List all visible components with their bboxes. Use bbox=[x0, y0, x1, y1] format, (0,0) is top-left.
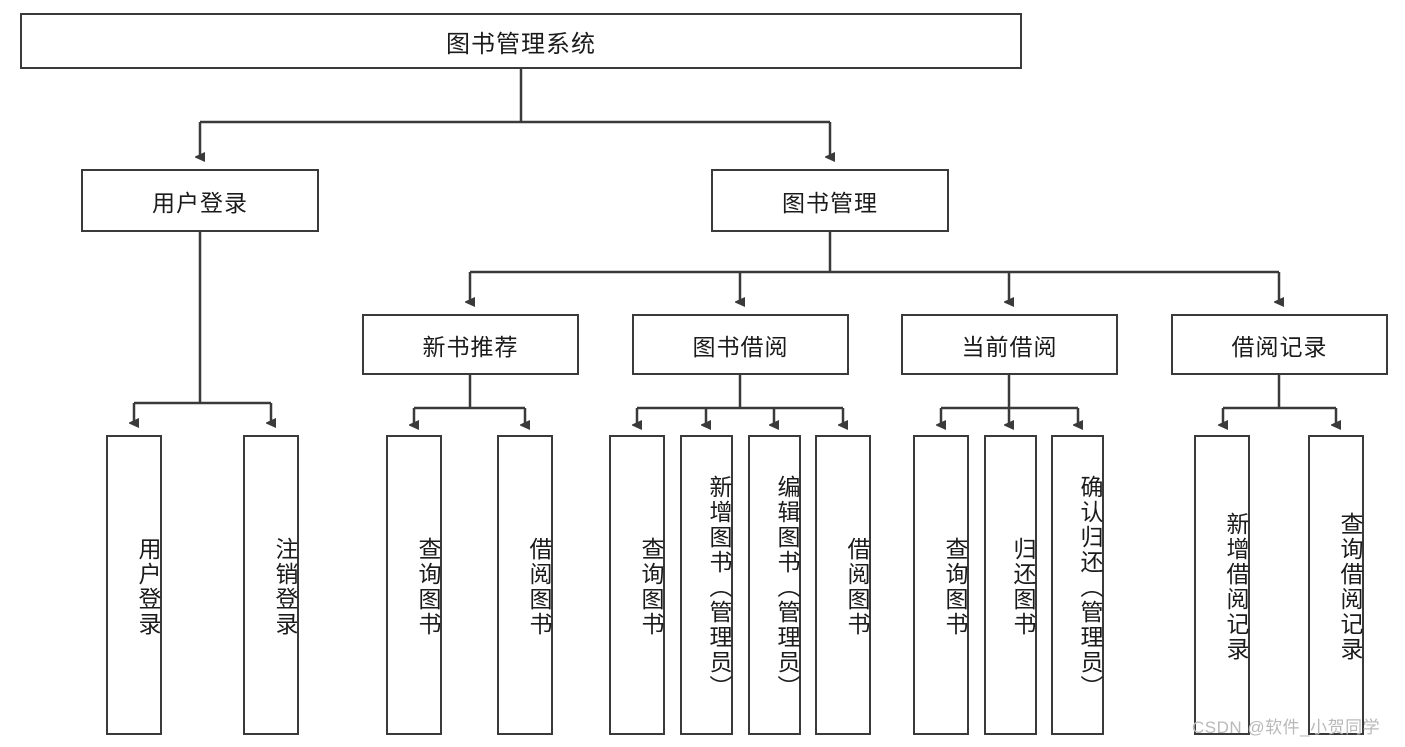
node-new-book-recommend[interactable]: 新书推荐 bbox=[362, 314, 579, 375]
leaf-edit-book-admin[interactable]: 编辑图书（管理员） bbox=[748, 435, 801, 735]
node-label: 用户登录 bbox=[135, 537, 161, 637]
node-label: 借阅记录 bbox=[1231, 333, 1328, 360]
leaf-add-book-admin[interactable]: 新增图书（管理员） bbox=[680, 435, 733, 735]
leaf-logout[interactable]: 注销登录 bbox=[243, 435, 299, 735]
node-label: 新书推荐 bbox=[422, 333, 519, 360]
node-label: 查询图书 bbox=[415, 537, 441, 637]
leaf-borrow-book[interactable]: 借阅图书 bbox=[815, 435, 871, 735]
leaf-query-borrow-record[interactable]: 查询借阅记录 bbox=[1308, 435, 1364, 735]
node-book-borrow[interactable]: 图书借阅 bbox=[632, 314, 849, 375]
node-label: 新增借阅记录 bbox=[1223, 512, 1249, 662]
node-label: 查询图书 bbox=[638, 537, 664, 637]
leaf-user-login[interactable]: 用户登录 bbox=[106, 435, 162, 735]
leaf-new-book-query[interactable]: 查询图书 bbox=[386, 435, 442, 735]
node-label: 借阅图书 bbox=[526, 537, 552, 637]
node-label: 注销登录 bbox=[272, 537, 298, 637]
node-label: 图书管理系统 bbox=[446, 30, 596, 58]
node-book-management[interactable]: 图书管理 bbox=[711, 169, 949, 232]
node-label: 图书管理 bbox=[782, 189, 878, 216]
node-label: 查询图书 bbox=[942, 537, 968, 637]
node-label: 当前借阅 bbox=[961, 333, 1058, 360]
leaf-confirm-return-admin[interactable]: 确认归还（管理员） bbox=[1051, 435, 1104, 735]
node-current-borrow[interactable]: 当前借阅 bbox=[901, 314, 1118, 375]
leaf-return-book[interactable]: 归还图书 bbox=[984, 435, 1037, 735]
leaf-add-borrow-record[interactable]: 新增借阅记录 bbox=[1194, 435, 1250, 735]
node-label: 用户登录 bbox=[152, 189, 248, 216]
leaf-current-query-book[interactable]: 查询图书 bbox=[913, 435, 969, 735]
node-label: 归还图书 bbox=[1010, 537, 1036, 637]
node-borrow-record[interactable]: 借阅记录 bbox=[1171, 314, 1388, 375]
leaf-borrow-query-book[interactable]: 查询图书 bbox=[609, 435, 665, 735]
node-label: 编辑图书（管理员） bbox=[774, 474, 800, 700]
node-user-login[interactable]: 用户登录 bbox=[81, 169, 319, 232]
leaf-new-book-borrow[interactable]: 借阅图书 bbox=[497, 435, 553, 735]
node-root-book-management-system[interactable]: 图书管理系统 bbox=[20, 13, 1022, 69]
node-label: 确认归还（管理员） bbox=[1077, 474, 1103, 700]
node-label: 查询借阅记录 bbox=[1337, 512, 1363, 662]
node-label: 借阅图书 bbox=[844, 537, 870, 637]
node-label: 新增图书（管理员） bbox=[706, 474, 732, 700]
node-label: 图书借阅 bbox=[692, 333, 789, 360]
